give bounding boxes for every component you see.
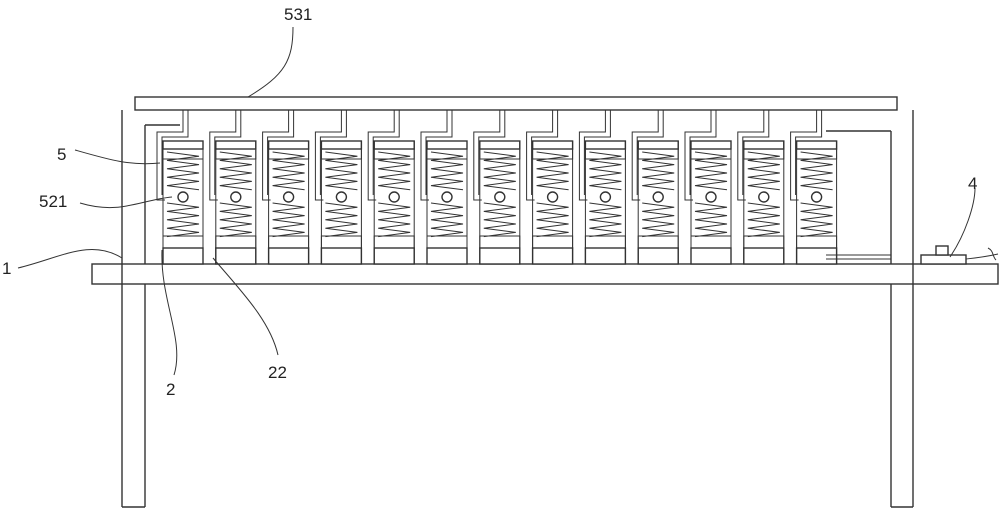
- ball: [758, 191, 770, 203]
- bench-top: [91, 263, 999, 285]
- base-block: [795, 247, 838, 265]
- spring-unit: [367, 110, 415, 265]
- base-block: [373, 247, 415, 265]
- label-1: 1: [2, 259, 11, 278]
- top-plate: [134, 96, 898, 111]
- label-22: 22: [268, 363, 287, 382]
- spring-unit: [314, 110, 363, 265]
- pipe: [826, 254, 891, 260]
- spring-unit: [473, 110, 521, 265]
- ball: [494, 191, 506, 203]
- label-531: 531: [284, 5, 312, 24]
- ball: [810, 191, 823, 203]
- base-block: [162, 247, 204, 265]
- spring-unit: [684, 110, 732, 265]
- spring-unit: [737, 110, 785, 265]
- ball: [230, 191, 242, 203]
- ball: [705, 191, 717, 203]
- ball: [599, 191, 612, 203]
- leader-22: [212, 257, 279, 356]
- spring-unit: [156, 110, 204, 265]
- inner-beam: [145, 124, 891, 132]
- label-5: 5: [57, 145, 66, 164]
- ball: [177, 191, 189, 203]
- label-521: 521: [39, 192, 67, 211]
- device-4: [920, 245, 999, 265]
- spring-unit: [262, 110, 310, 265]
- base-block: [637, 247, 679, 265]
- ball: [441, 191, 453, 203]
- spring-unit: [420, 110, 468, 265]
- leader-1: [17, 249, 123, 269]
- spring-unit: [578, 110, 627, 265]
- ball: [652, 191, 664, 203]
- spring-unit: [790, 110, 838, 265]
- base-block: [531, 247, 574, 265]
- base-block: [320, 247, 363, 265]
- base-block: [215, 247, 257, 265]
- left-frame: [121, 110, 146, 508]
- spring-units: [156, 110, 838, 265]
- spring-unit: [631, 110, 679, 265]
- leader-5: [74, 149, 161, 165]
- leader-2: [161, 249, 178, 376]
- base-block: [479, 247, 521, 265]
- leader-521: [79, 196, 173, 209]
- base-block: [743, 247, 785, 265]
- ball: [282, 191, 295, 203]
- base-block: [267, 247, 310, 265]
- spring-unit: [526, 110, 574, 265]
- base-block: [584, 247, 627, 265]
- leader-4: [949, 187, 976, 258]
- base-block: [690, 247, 732, 265]
- leader-531: [247, 26, 294, 98]
- ball: [335, 191, 348, 203]
- leader-lines: [17, 26, 976, 376]
- ball: [546, 191, 559, 203]
- right-frame: [890, 110, 914, 508]
- label-2: 2: [166, 380, 175, 399]
- base-block: [426, 247, 468, 265]
- label-4: 4: [968, 174, 977, 193]
- ball: [388, 191, 400, 203]
- spring-unit: [209, 110, 257, 265]
